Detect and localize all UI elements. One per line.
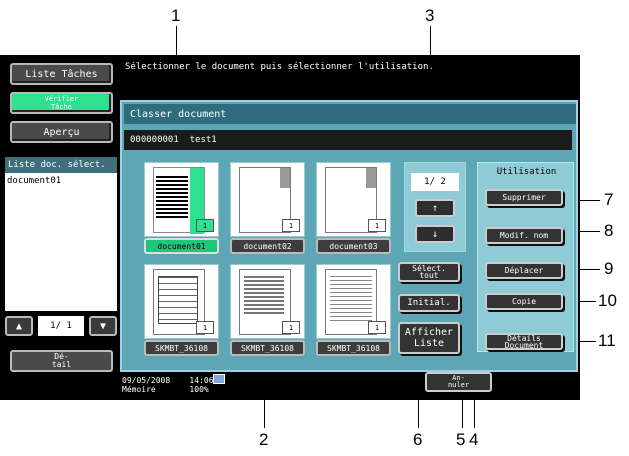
up-arrow-icon: ▲ xyxy=(15,320,23,332)
callout-7: 7 xyxy=(604,190,614,209)
selected-list-header: Liste doc. sélect. xyxy=(5,157,117,173)
thumbnail-label[interactable]: SKMBT_36108 xyxy=(230,340,305,356)
page-down-button[interactable]: ↓ xyxy=(415,225,455,243)
callout-11: 11 xyxy=(598,331,616,350)
utilisation-title: Utilisation xyxy=(496,167,557,177)
callout-2: 2 xyxy=(259,430,269,449)
callout-3: 3 xyxy=(425,6,435,25)
callout-1: 1 xyxy=(171,6,181,25)
table-graphic xyxy=(158,276,198,324)
selection-overlay xyxy=(190,168,204,234)
preview-button[interactable]: Aperçu xyxy=(10,121,113,143)
barcode-page xyxy=(153,167,205,234)
thumbnail-skmbt-3[interactable]: 1 SKMBT_36108 xyxy=(316,264,391,356)
thumbnail-document01[interactable]: 1 document01 xyxy=(144,162,219,254)
page-number: 1 xyxy=(196,321,214,334)
page-number: 1 xyxy=(368,219,386,232)
left-pager: ▲ 1/ 1 ▼ xyxy=(5,316,117,338)
thumbnail-label[interactable]: document02 xyxy=(230,238,305,254)
thumbnail-image: 1 xyxy=(316,162,391,237)
status-bar: 09/05/2008 14:06 Mémoire 100% xyxy=(122,376,322,398)
down-arrow-icon: ↓ xyxy=(431,228,439,240)
page-number: 1 xyxy=(368,321,386,334)
page-indicator: 1/ 2 xyxy=(411,173,459,191)
datetime: 09/05/2008 14:06 xyxy=(122,376,214,385)
thumbnail-pager: 1/ 2 ↑ ↓ xyxy=(404,162,466,252)
page-number: 1 xyxy=(196,219,214,232)
thumbnail-label[interactable]: document03 xyxy=(316,238,391,254)
instruction-message: Sélectionner le document puis sélectionn… xyxy=(125,62,434,72)
cancel-button[interactable]: An- nuler xyxy=(425,372,492,392)
table-page xyxy=(153,269,205,335)
thumbnail-image: 1 xyxy=(316,264,391,339)
left-pager-down-button[interactable]: ▼ xyxy=(89,316,117,336)
network-icon xyxy=(213,374,225,384)
window-title: Classer document xyxy=(124,104,576,124)
show-list-button[interactable]: Afficher Liste xyxy=(398,322,460,354)
copy-button[interactable]: Copie xyxy=(485,293,563,310)
left-pager-up-button[interactable]: ▲ xyxy=(5,316,33,336)
callout-4: 4 xyxy=(469,430,479,449)
move-button[interactable]: Déplacer xyxy=(485,262,563,279)
thumbnail-image: 1 xyxy=(144,162,219,237)
memory-status: Mémoire 100% xyxy=(122,385,209,394)
up-arrow-icon: ↑ xyxy=(431,202,439,214)
thumbnail-label[interactable]: SKMBT_36108 xyxy=(316,340,391,356)
text-graphic xyxy=(330,276,372,322)
thumbnail-image: 1 xyxy=(230,162,305,237)
check-job-button[interactable]: Vérifier Tâche xyxy=(10,92,113,114)
callout-5: 5 xyxy=(456,430,466,449)
thumbnail-image: 1 xyxy=(144,264,219,339)
callout-10: 10 xyxy=(598,291,617,310)
list-item[interactable]: document01 xyxy=(7,176,62,186)
delete-button[interactable]: Supprimer xyxy=(485,189,563,206)
thumbnail-skmbt-2[interactable]: 1 SKMBT_36108 xyxy=(230,264,305,356)
file-document-window: Classer document 000000001 test1 1 docum… xyxy=(120,100,578,372)
left-page-indicator: 1/ 1 xyxy=(38,316,84,336)
thumbnail-document03[interactable]: 1 document03 xyxy=(316,162,391,254)
detail-button[interactable]: Dé- tail xyxy=(10,350,113,372)
callout-9: 9 xyxy=(604,259,614,278)
thumbnail-document02[interactable]: 1 document02 xyxy=(230,162,305,254)
page-up-button[interactable]: ↑ xyxy=(415,199,455,217)
down-arrow-icon: ▼ xyxy=(99,320,107,332)
text-graphic xyxy=(244,276,284,316)
utilisation-panel: Utilisation Supprimer Modif. nom Déplace… xyxy=(477,162,574,352)
page-number: 1 xyxy=(282,321,300,334)
thumbnail-label[interactable]: SKMBT_36108 xyxy=(144,340,219,356)
document-details-button[interactable]: Détails Document xyxy=(485,333,563,350)
thumbnail-skmbt-1[interactable]: 1 SKMBT_36108 xyxy=(144,264,219,356)
rename-button[interactable]: Modif. nom xyxy=(485,227,563,244)
callout-8: 8 xyxy=(604,221,614,240)
box-info-bar: 000000001 test1 xyxy=(124,130,572,150)
thumbnail-label[interactable]: document01 xyxy=(144,238,219,254)
text-page xyxy=(325,269,377,335)
thumbnail-image: 1 xyxy=(230,264,305,339)
page-number: 1 xyxy=(282,219,300,232)
select-all-button[interactable]: Sélect. tout xyxy=(398,262,460,282)
selected-document-list: document01 xyxy=(5,173,117,311)
callout-6: 6 xyxy=(413,430,423,449)
job-list-button[interactable]: Liste Tâches xyxy=(10,63,113,85)
reset-button[interactable]: Initial. xyxy=(398,294,460,312)
barcode-graphic xyxy=(156,176,188,220)
page-corner xyxy=(366,168,376,188)
page-corner xyxy=(280,168,290,188)
